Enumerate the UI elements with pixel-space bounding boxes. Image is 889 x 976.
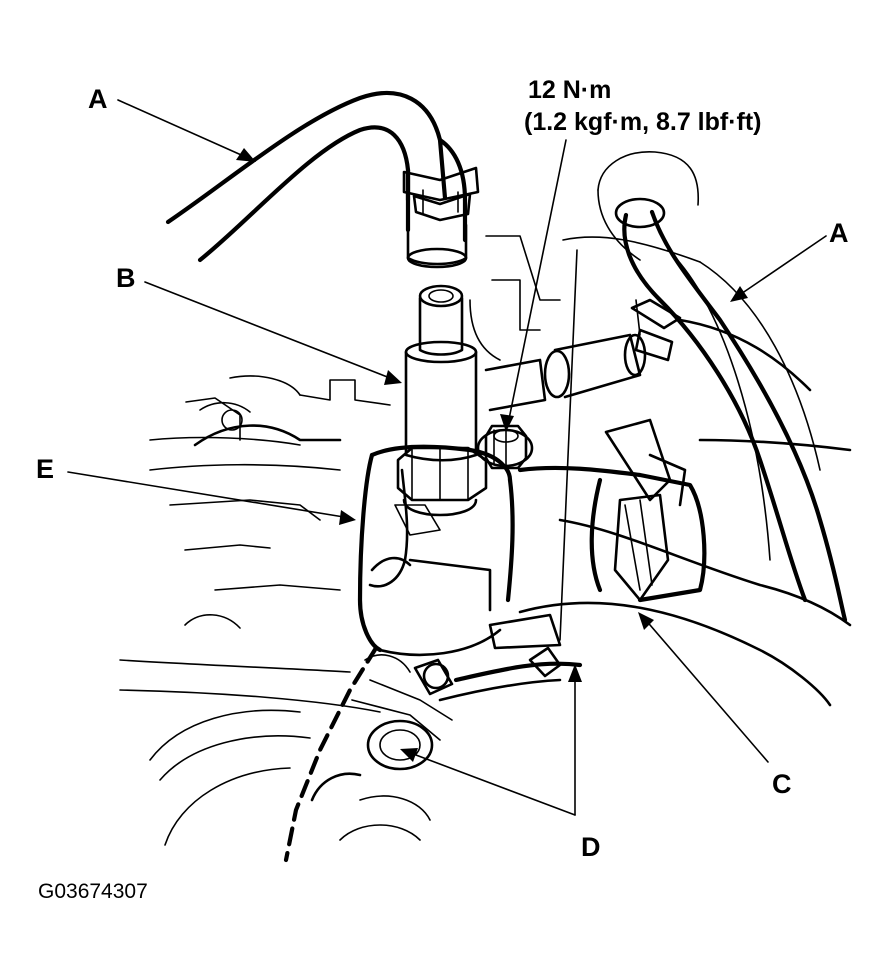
arrowhead-e (339, 510, 356, 525)
callout-d: D (581, 832, 601, 862)
pipe-fitting-horizontal (484, 333, 647, 412)
figure-id: G03674307 (38, 880, 148, 903)
lower-fitting-dashed (283, 645, 454, 863)
callout-c: C (772, 769, 792, 799)
arrowhead-torque (500, 414, 514, 432)
leader-lines (67, 99, 827, 816)
leader-e (67, 471, 351, 519)
hose-c (517, 418, 707, 603)
arrowhead-d-up (568, 664, 582, 682)
leader-torque (507, 139, 567, 425)
leader-b (144, 281, 396, 381)
hose-a-right (614, 197, 848, 623)
leader-d-left (407, 751, 576, 816)
arrowhead-d-left (400, 748, 418, 762)
leader-c (643, 617, 769, 763)
sensor-b (396, 284, 488, 517)
leader-a-left (117, 99, 249, 159)
torque-spec-line1: 12 N·m (528, 76, 611, 104)
wiring-harness-d (438, 613, 583, 702)
callout-a-right: A (829, 218, 849, 248)
arrowhead-a-right (730, 286, 748, 302)
torque-spec-line2: (1.2 kgf·m, 8.7 lbf·ft) (524, 108, 762, 136)
callout-b: B (116, 263, 136, 293)
leader-a-right (734, 235, 827, 299)
arrowhead-c (638, 612, 654, 630)
arrowhead-b (384, 370, 402, 385)
mounting-bolt (476, 424, 534, 470)
hose-clamp-right (630, 298, 682, 362)
bracket-e (357, 444, 515, 657)
callout-a-left: A (88, 84, 108, 114)
callout-e: E (36, 454, 54, 484)
arrowhead-a-left (236, 148, 256, 162)
hose-a-left (165, 91, 480, 269)
